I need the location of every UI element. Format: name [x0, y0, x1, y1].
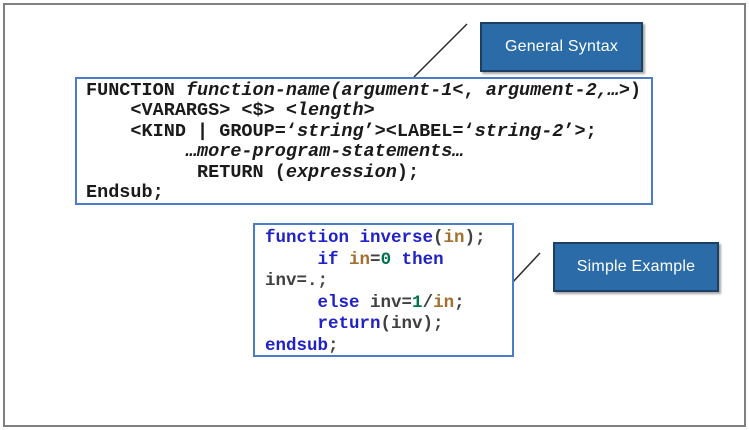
code-line: RETURN (expression);	[86, 161, 420, 183]
code-line: function inverse(in);	[265, 228, 486, 248]
code-line: Endsub;	[86, 182, 164, 204]
code-line: inv=.;	[265, 271, 329, 291]
code-line: …more-program-statements…	[185, 141, 464, 163]
code-line: endsub;	[265, 335, 339, 356]
code-line: FUNCTION function-name(argument-1<, argu…	[86, 80, 642, 101]
code-line: if in=0 then	[317, 249, 444, 270]
general-syntax-code-box: FUNCTION function-name(argument-1<, argu…	[75, 77, 653, 205]
code-line: return(inv);	[317, 314, 444, 334]
simple-example-label: Simple Example	[553, 242, 719, 292]
general-syntax-label: General Syntax	[480, 22, 643, 72]
code-line: <KIND | GROUP=‘string’><LABEL=‘string-2’…	[86, 120, 597, 142]
code-line: <VARARGS> <$> <length>	[86, 100, 375, 122]
code-line: else inv=1/in;	[317, 292, 465, 313]
general-syntax-label-text: General Syntax	[504, 38, 619, 55]
simple-example-label-text: Simple Example	[576, 258, 696, 275]
